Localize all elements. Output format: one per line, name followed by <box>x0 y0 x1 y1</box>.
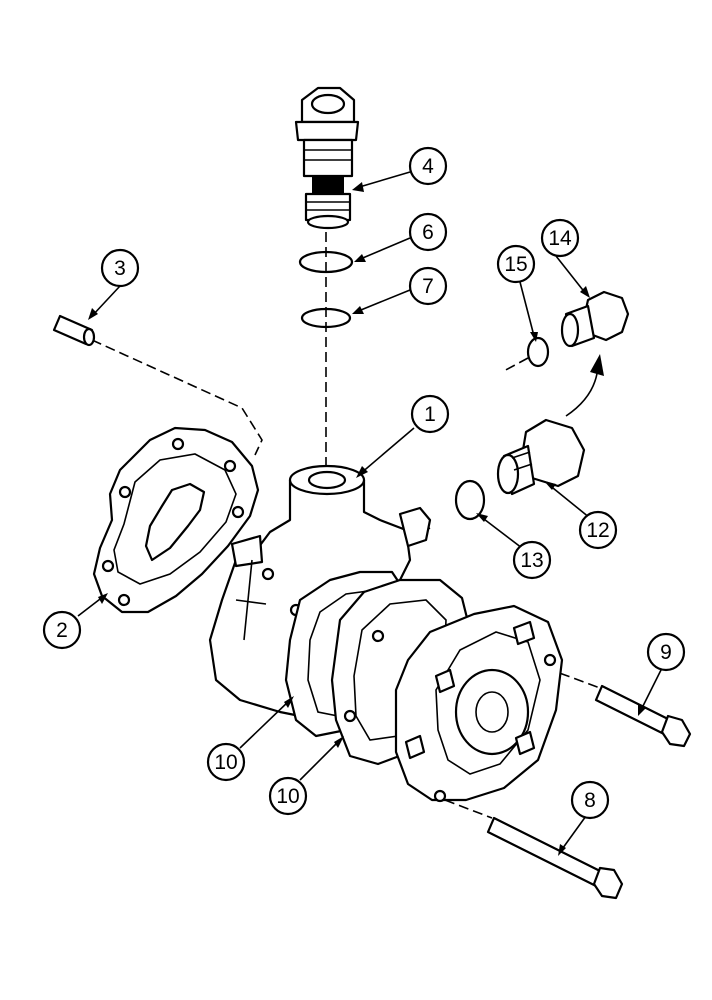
callout-13: 13 <box>512 540 552 580</box>
callout-label-7: 7 <box>422 275 434 298</box>
callout-9: 9 <box>646 632 686 672</box>
callout-label-14: 14 <box>548 227 572 250</box>
o-ring-6 <box>298 250 354 274</box>
bolt-8 <box>486 816 624 900</box>
end-cover <box>394 604 564 803</box>
o-ring-15 <box>526 336 550 368</box>
callout-15: 15 <box>496 244 536 284</box>
callout-10-a: 10 <box>206 742 246 782</box>
o-ring-7 <box>300 307 352 329</box>
callout-6: 6 <box>408 212 448 252</box>
callout-label-10-a: 10 <box>214 751 237 774</box>
callout-label-13: 13 <box>520 549 543 572</box>
callout-label-10-b: 10 <box>276 785 299 808</box>
callout-3: 3 <box>100 248 140 288</box>
callout-4: 4 <box>408 146 448 186</box>
callout-1: 1 <box>410 394 450 434</box>
callout-label-2: 2 <box>56 619 68 642</box>
callout-label-4: 4 <box>422 155 434 178</box>
callout-12: 12 <box>578 510 618 550</box>
arrow-head <box>590 354 604 376</box>
relief-valve-cartridge <box>294 86 360 230</box>
callout-14: 14 <box>540 218 580 258</box>
callout-label-12: 12 <box>586 519 609 542</box>
o-ring-13 <box>454 479 486 521</box>
plug-14 <box>560 290 630 348</box>
callout-label-1: 1 <box>424 403 436 426</box>
bolt-9 <box>594 684 692 748</box>
callout-10-b: 10 <box>268 776 308 816</box>
replace-arrow <box>565 365 599 417</box>
callout-2: 2 <box>42 610 82 650</box>
dowel-pin <box>52 314 96 347</box>
callout-7: 7 <box>408 266 448 306</box>
callout-label-8: 8 <box>584 789 596 812</box>
callout-label-15: 15 <box>504 253 527 276</box>
plug-12 <box>496 418 586 496</box>
callout-label-9: 9 <box>660 641 672 664</box>
gasket <box>92 426 260 614</box>
leader-lines <box>77 171 663 856</box>
callout-label-6: 6 <box>422 221 434 244</box>
callout-label-3: 3 <box>114 257 126 280</box>
callout-8: 8 <box>570 780 610 820</box>
